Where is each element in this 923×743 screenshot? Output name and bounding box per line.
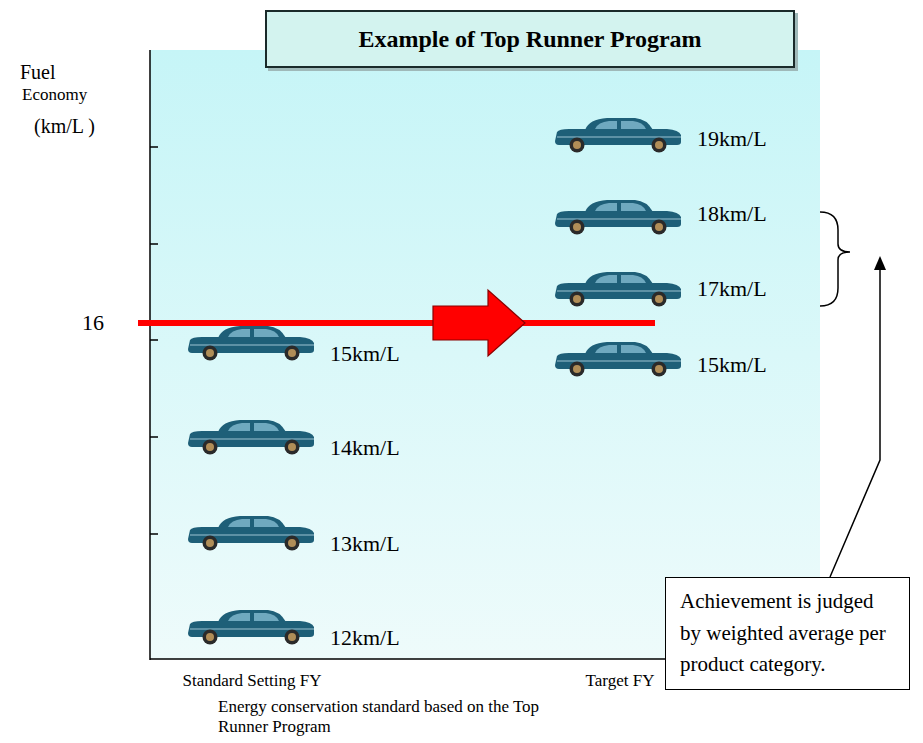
car-value: 15km/L xyxy=(697,354,767,376)
car-value: 15km/L xyxy=(330,343,400,365)
car-value: 12km/L xyxy=(330,627,400,649)
tick-label: 16 xyxy=(82,312,104,334)
car-value: 17km/L xyxy=(697,278,767,300)
arrowhead xyxy=(874,256,886,270)
callout-text: Achievement is judged by weighted averag… xyxy=(680,586,895,681)
axis-title: Economy xyxy=(22,86,87,103)
axis-category: Target FY xyxy=(586,672,655,689)
car-value: 14km/L xyxy=(330,437,400,459)
figure-caption: Energy conservation standard based on th… xyxy=(218,697,553,738)
axis-title: Fuel xyxy=(20,62,56,82)
axis-unit: (km/L ) xyxy=(34,116,95,136)
car-value: 13km/L xyxy=(330,533,400,555)
car-value: 19km/L xyxy=(697,128,767,150)
car-value: 18km/L xyxy=(697,203,767,225)
leader-line xyxy=(830,268,880,577)
axis-category: Standard Setting FY xyxy=(183,672,322,689)
title-box: Example of Top Runner Program xyxy=(265,10,795,68)
callout-box: Achievement is judged by weighted averag… xyxy=(665,577,910,690)
chart-title: Example of Top Runner Program xyxy=(358,26,701,53)
